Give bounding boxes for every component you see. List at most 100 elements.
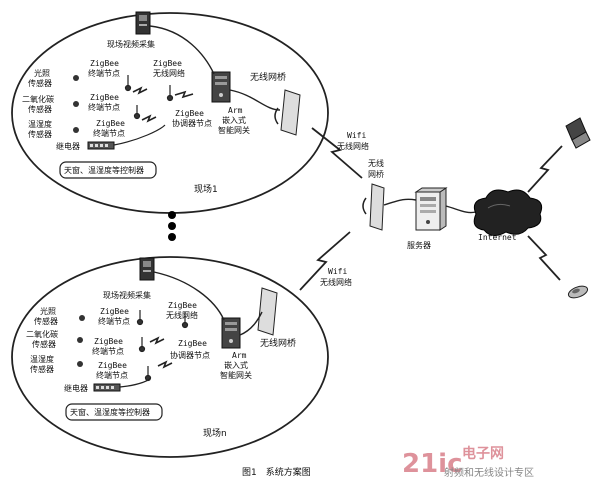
svg-text:21ic: 21ic bbox=[402, 449, 463, 479]
temp-sensor-icon bbox=[73, 127, 79, 133]
bridge-antenna-icon bbox=[274, 89, 301, 136]
wifi-lower-label: Wifi bbox=[328, 267, 347, 276]
center-bridge-label: 无线 bbox=[368, 158, 384, 168]
end-node-1-label: ZigBee bbox=[100, 307, 129, 316]
wifi-upper-label: Wifi bbox=[347, 131, 366, 140]
wifi-upper-label-2: 无线网络 bbox=[337, 141, 369, 151]
more-sites-dots bbox=[168, 211, 176, 241]
site-n-label: 现场n bbox=[203, 428, 227, 439]
gateway-bridge-cable bbox=[239, 311, 263, 336]
wireless-zigzag-icon bbox=[174, 90, 194, 99]
relay-cable bbox=[113, 124, 166, 146]
smart-gateway-label: 智能网关 bbox=[218, 125, 250, 135]
controller-box bbox=[65, 403, 163, 421]
smart-gateway-label: 智能网关 bbox=[220, 370, 252, 380]
co2-sensor-label: 二氧化碳 bbox=[22, 94, 54, 104]
relay-cable bbox=[119, 377, 151, 388]
zigbee-network-label-2: 无线网络 bbox=[166, 310, 198, 320]
coordinator-label-2: 协调器节点 bbox=[170, 350, 210, 360]
end-node-3-label-2: 终端节点 bbox=[93, 128, 125, 138]
laptop-icon bbox=[565, 117, 591, 149]
relay-label: 继电器 bbox=[64, 383, 88, 393]
arm-label: Arm bbox=[228, 106, 243, 115]
controller-box bbox=[59, 161, 157, 179]
handheld-device-icon bbox=[567, 285, 589, 299]
video-gateway-cable bbox=[149, 25, 215, 75]
wireless-zigzag-icon bbox=[157, 360, 173, 369]
zigbee-network-label-1: ZigBee bbox=[153, 59, 182, 68]
video-capture-label: 现场视频采集 bbox=[107, 39, 155, 49]
light-sensor-label: 光照 bbox=[40, 306, 56, 316]
end-node-1-label: ZigBee bbox=[90, 59, 119, 68]
arm-gateway-icon bbox=[221, 317, 241, 349]
co2-sensor-icon bbox=[73, 101, 79, 107]
end-node-3-label: ZigBee bbox=[98, 361, 127, 370]
end-node-2-label-2: 终端节点 bbox=[92, 346, 124, 356]
temp-sensor-label-2: 传感器 bbox=[28, 129, 52, 139]
server-internet-cable bbox=[445, 205, 477, 214]
co2-sensor-label-2: 传感器 bbox=[32, 339, 56, 349]
end-node-2-label: ZigBee bbox=[94, 337, 123, 346]
wifi-bolt-upper bbox=[311, 127, 363, 179]
internet-cloud-icon bbox=[473, 189, 543, 236]
wifi-lower-label-2: 无线网络 bbox=[320, 277, 352, 287]
bridge-server-cable bbox=[383, 198, 417, 206]
end-node-2-label-2: 终端节点 bbox=[88, 102, 120, 112]
controller-label: 天窗、温湿度等控制器 bbox=[64, 165, 144, 175]
end-node-2-label: ZigBee bbox=[90, 93, 119, 102]
temp-sensor-icon bbox=[77, 361, 83, 367]
video-gateway-cable bbox=[153, 271, 225, 321]
internet-bolt-upper bbox=[527, 145, 563, 193]
svg-text:电子网: 电子网 bbox=[462, 445, 504, 462]
end-node-3-label-2: 终端节点 bbox=[96, 370, 128, 380]
co2-sensor-label-2: 传感器 bbox=[28, 104, 52, 114]
light-sensor-label: 光照 bbox=[34, 68, 50, 78]
arm-gateway-icon bbox=[211, 71, 231, 103]
relay-label: 继电器 bbox=[56, 141, 80, 151]
embedded-label: 嵌入式 bbox=[224, 360, 248, 370]
co2-sensor-label: 二氧化碳 bbox=[26, 329, 58, 339]
temp-sensor-label-2: 传感器 bbox=[30, 364, 54, 374]
site-1-group: 现场视频采集 ZigBee 无线网络 无线网桥 Arm 嵌入式 智能网关 光照 … bbox=[11, 11, 329, 214]
server-icon bbox=[414, 187, 448, 231]
wireless-zigzag-icon bbox=[132, 86, 148, 95]
relay-icon bbox=[93, 383, 121, 392]
center-bridge-label-2: 网桥 bbox=[368, 169, 384, 179]
watermark-logo: 21ic 电子网 射频和无线设计专区 bbox=[402, 445, 534, 479]
video-capture-icon bbox=[139, 257, 155, 281]
temp-sensor-label: 温湿度 bbox=[28, 119, 52, 129]
light-sensor-label-2: 传感器 bbox=[28, 78, 52, 88]
center-group: Wifi 无线网络 Wifi 无线网络 无线 网桥 服务器 bbox=[299, 117, 591, 299]
wireless-zigzag-icon bbox=[149, 336, 165, 345]
light-sensor-icon bbox=[79, 315, 85, 321]
center-bridge-icon bbox=[362, 183, 385, 231]
controller-label: 天窗、温湿度等控制器 bbox=[70, 407, 150, 417]
svg-text:射频和无线设计专区: 射频和无线设计专区 bbox=[444, 466, 534, 479]
light-sensor-icon bbox=[73, 75, 79, 81]
wireless-bridge-label: 无线网桥 bbox=[260, 337, 296, 349]
server-label: 服务器 bbox=[407, 240, 431, 250]
node-antenna-icon bbox=[136, 310, 189, 382]
end-node-3-label: ZigBee bbox=[96, 119, 125, 128]
wireless-bridge-label: 无线网桥 bbox=[250, 71, 286, 83]
wifi-bolt-lower bbox=[299, 231, 351, 291]
coordinator-label: ZigBee bbox=[178, 339, 207, 348]
co2-sensor-icon bbox=[77, 337, 83, 343]
node-antenna-icon bbox=[124, 75, 174, 120]
zigbee-network-label-1: ZigBee bbox=[168, 301, 197, 310]
figure-caption: 图1 系统方案图 bbox=[242, 466, 311, 478]
temp-sensor-label: 温湿度 bbox=[30, 354, 54, 364]
light-sensor-label-2: 传感器 bbox=[34, 316, 58, 326]
gateway-bridge-cable bbox=[229, 89, 281, 111]
embedded-label: 嵌入式 bbox=[222, 115, 246, 125]
site-1-ellipse bbox=[11, 12, 329, 214]
end-node-1-label-2: 终端节点 bbox=[98, 316, 130, 326]
site-n-group: 现场视频采集 ZigBee 无线网络 无线网桥 Arm 嵌入式 智能网关 光照 … bbox=[11, 256, 329, 458]
internet-label: Internet bbox=[478, 233, 517, 242]
site-1-label: 现场1 bbox=[194, 184, 218, 195]
wireless-zigzag-icon bbox=[141, 114, 157, 123]
arm-label: Arm bbox=[232, 351, 247, 360]
video-capture-icon bbox=[135, 11, 151, 35]
